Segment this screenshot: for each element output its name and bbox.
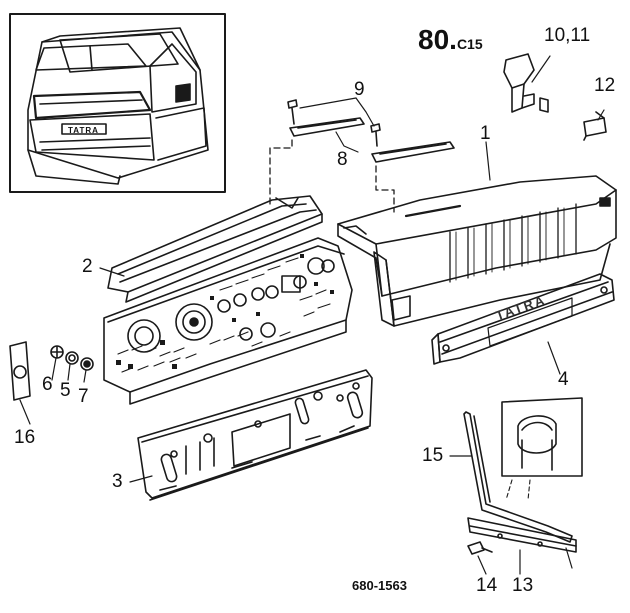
- bulb-6: [50, 345, 64, 359]
- trim-strip-8b: [371, 141, 455, 163]
- cab-roof-hatch: [59, 33, 179, 73]
- assembly-lines: [269, 139, 395, 213]
- callout-leaders: [19, 141, 561, 575]
- holder-5: [65, 351, 79, 365]
- callout-4: 4: [558, 369, 569, 390]
- page-code: 80.C15: [418, 24, 483, 56]
- shell-clip: [599, 197, 611, 207]
- screw-9a: [287, 99, 298, 109]
- gauge-speedometer: [175, 303, 213, 341]
- upper-cover-strip-2: [107, 195, 323, 303]
- callout-13: 13: [512, 575, 534, 596]
- page-code-main: 80.: [418, 24, 457, 55]
- callout-6: 6: [42, 374, 53, 395]
- rail-13: [467, 517, 577, 553]
- callout-3: 3: [112, 471, 123, 492]
- cab-side-window: [149, 43, 197, 113]
- detail-window: [501, 397, 583, 477]
- callout-16: 16: [14, 427, 36, 448]
- instrument-panel: [103, 237, 353, 405]
- tatra-panel-4: [431, 273, 615, 365]
- callout-14: 14: [476, 575, 498, 596]
- callout-8: 8: [337, 149, 348, 170]
- callout-12: 12: [594, 75, 616, 96]
- lower-panel-3: [137, 369, 373, 501]
- dashboard-shell-1: [337, 175, 617, 327]
- callout-10-11: 10,11: [544, 25, 591, 46]
- page-code-suffix: C15: [456, 36, 483, 52]
- cab-front: [29, 113, 155, 161]
- inset-badge-text: TATRA: [68, 126, 99, 135]
- callout-7: 7: [78, 386, 89, 407]
- small-parts-left: [9, 341, 94, 401]
- switch-plate-16: [9, 341, 31, 401]
- cab-inset: [9, 13, 226, 193]
- bolt-12: [583, 117, 607, 137]
- upper-trim-strips: [287, 97, 455, 163]
- switch-block: [281, 275, 301, 293]
- bracket-10-11: [503, 53, 535, 113]
- lens-7: [80, 357, 94, 371]
- drawing-number: 680-1563: [352, 578, 407, 593]
- cab-badge: [61, 123, 107, 135]
- trim-strip-8a: [289, 117, 365, 137]
- cab-dashboard: [32, 90, 152, 120]
- bottom-right-parts: [463, 397, 583, 569]
- callout-9: 9: [354, 79, 365, 100]
- inset-frame: [9, 13, 226, 193]
- screw-14: [467, 541, 485, 555]
- callout-5: 5: [60, 380, 71, 401]
- callout-2: 2: [82, 256, 93, 277]
- screw-9b: [370, 123, 381, 133]
- callout-15: 15: [422, 445, 444, 466]
- cab-windscreen: [35, 43, 147, 71]
- gauge-left: [127, 319, 161, 353]
- gauge-right: [307, 257, 325, 275]
- callout-1: 1: [480, 123, 491, 144]
- top-right-parts: [503, 53, 607, 141]
